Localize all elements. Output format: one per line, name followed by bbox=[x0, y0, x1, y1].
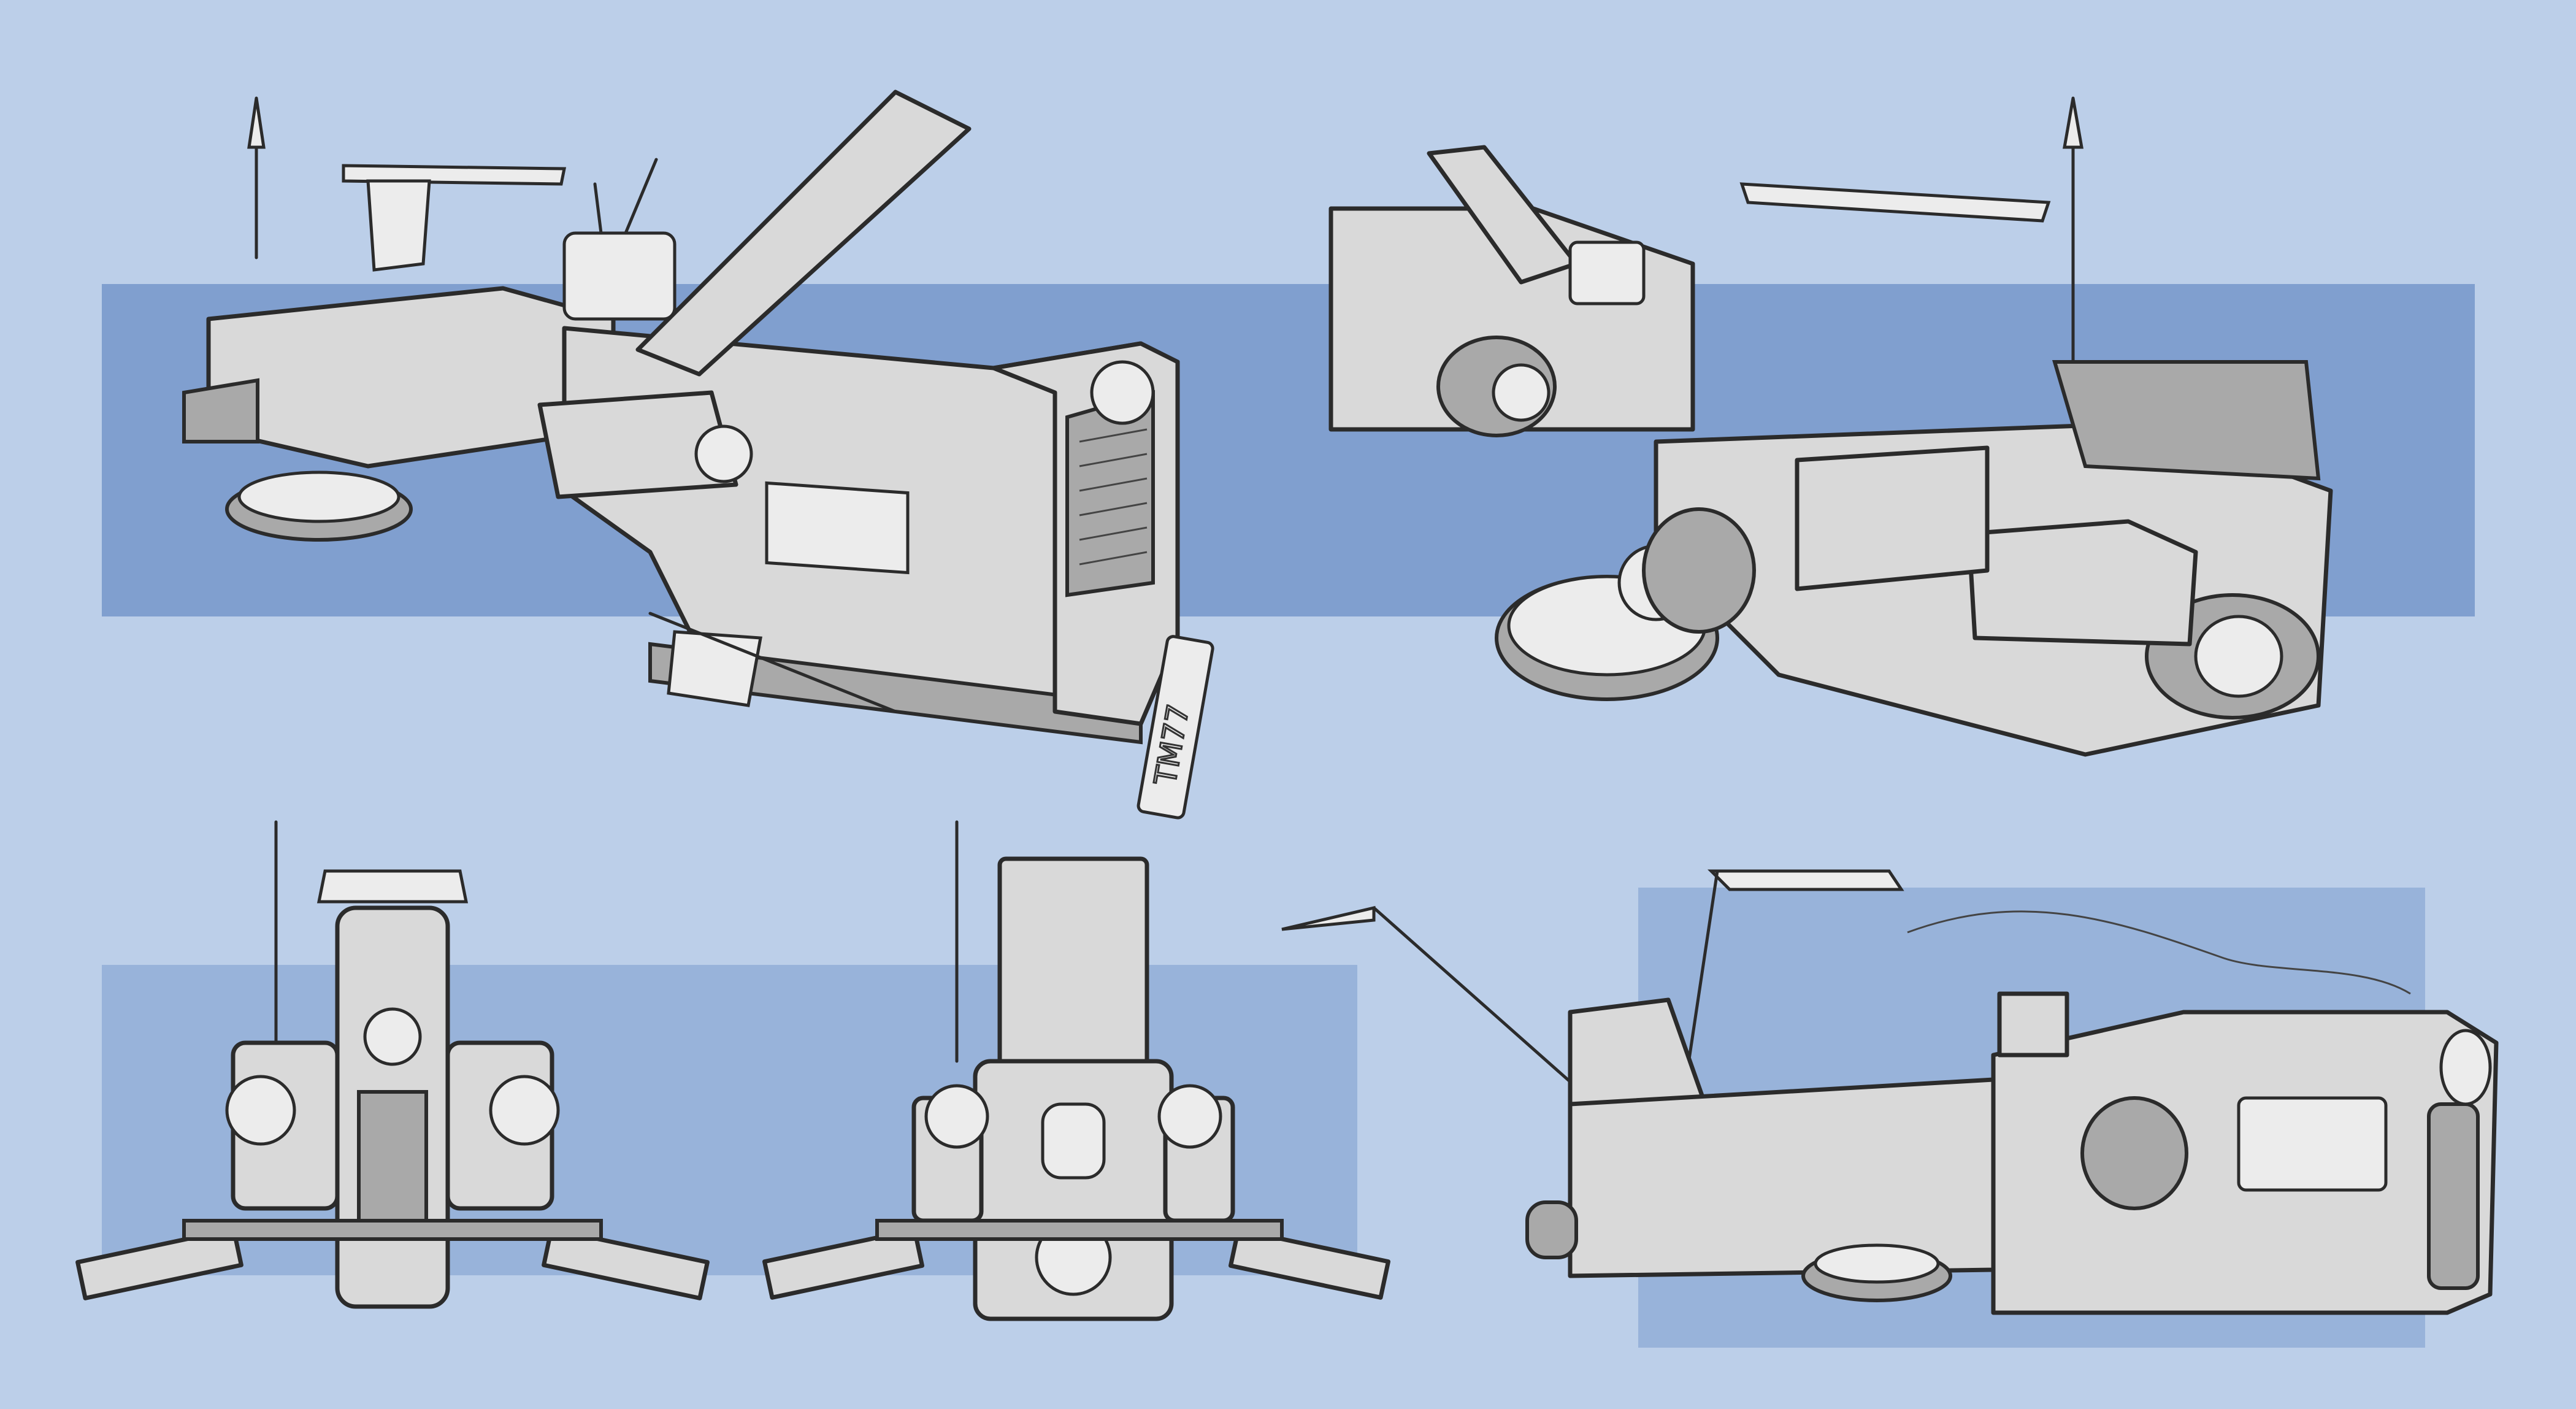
vehicle-rear-view bbox=[762, 820, 1391, 1321]
vehicle-perspective-rear bbox=[1328, 96, 2333, 757]
vehicle-perspective-front bbox=[182, 90, 1180, 745]
vehicle-front-view bbox=[75, 820, 710, 1309]
vehicle-side-view bbox=[1281, 869, 2499, 1315]
license-plate: TM77 bbox=[1137, 635, 1214, 820]
